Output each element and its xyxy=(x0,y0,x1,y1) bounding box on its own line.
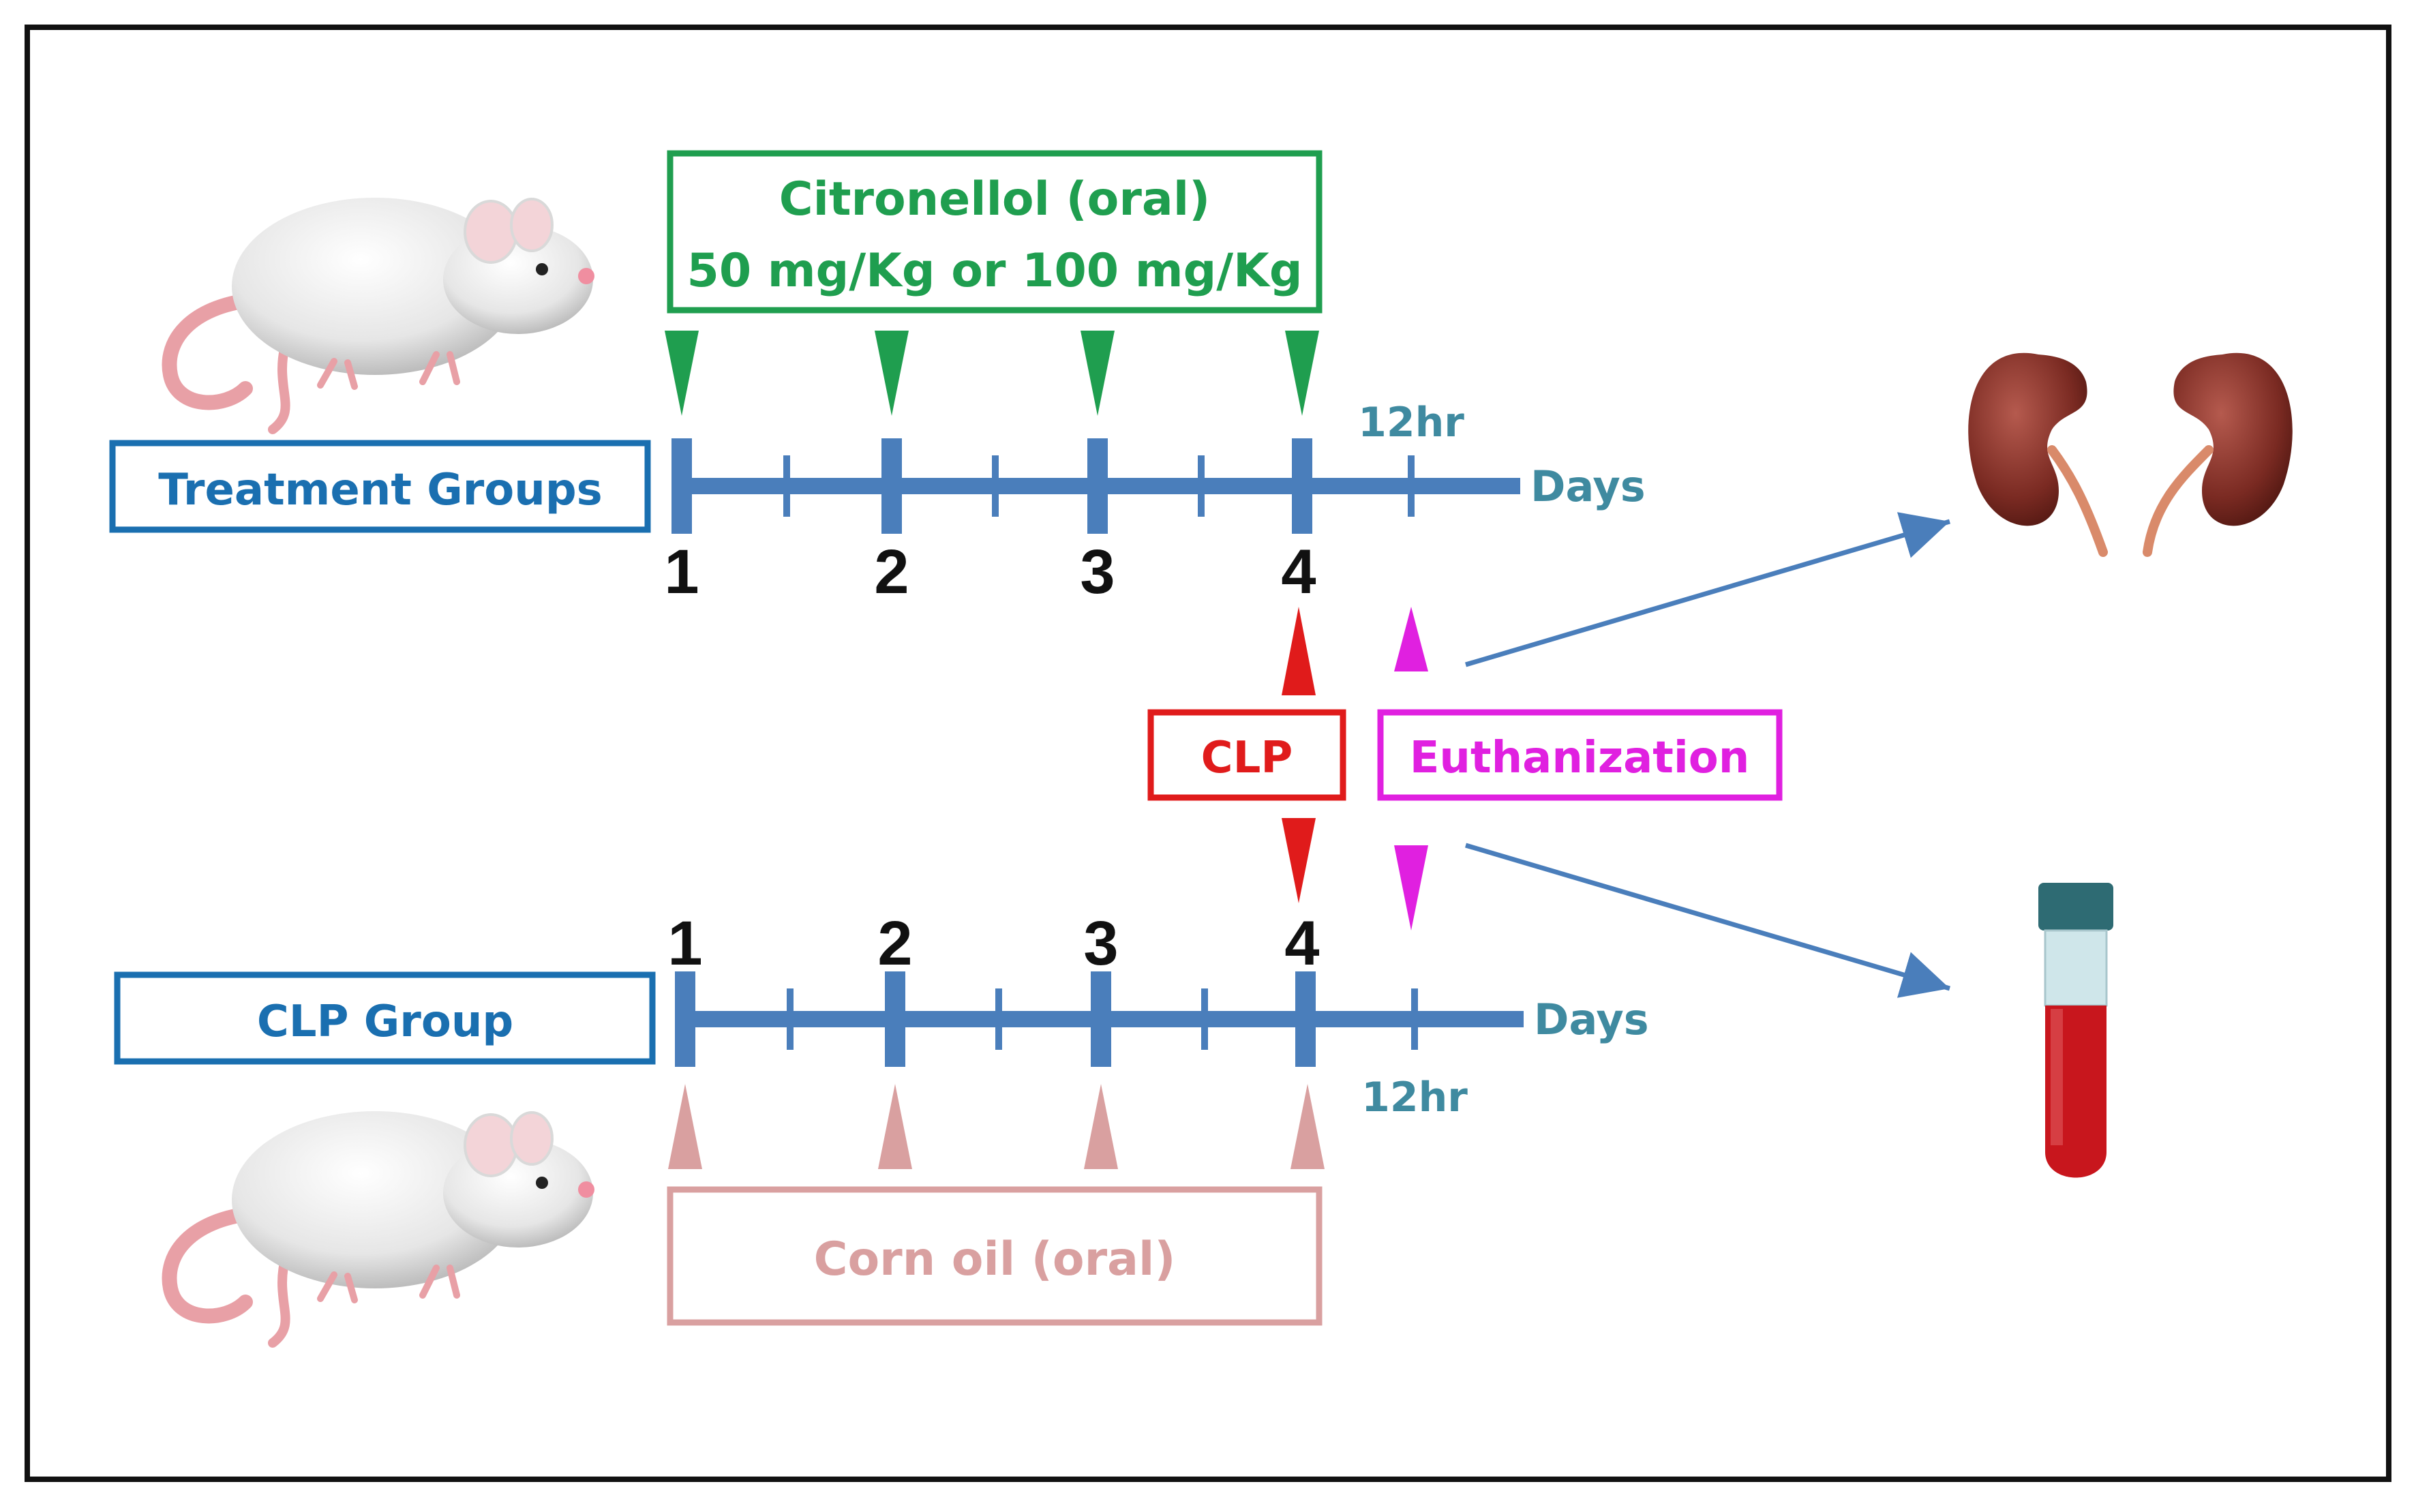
minor-tick xyxy=(1198,455,1205,517)
axis-label: Days xyxy=(1534,995,1649,1044)
day-label: 4 xyxy=(1284,909,1319,978)
top-timeline xyxy=(671,438,1520,534)
treatment-drug-label: Citronellol (oral) xyxy=(779,172,1210,226)
day-tick xyxy=(1091,971,1111,1067)
dose-marker xyxy=(668,1084,702,1169)
day-label: 1 xyxy=(664,537,699,607)
bottom-timeline xyxy=(675,971,1524,1067)
dose-marker xyxy=(1084,1084,1118,1169)
day-label: 1 xyxy=(667,909,702,978)
dose-marker xyxy=(1285,331,1319,416)
treatment-groups-label: Treatment Groups xyxy=(158,465,602,515)
blood-tube-icon xyxy=(2038,883,2113,1178)
minor-tick xyxy=(992,455,999,517)
day-label: 2 xyxy=(874,537,909,607)
arrow-to-kidneys xyxy=(1465,512,1950,667)
hour-label: 12hr xyxy=(1361,1074,1468,1121)
clp-group-box xyxy=(114,971,656,1065)
euthanization-box xyxy=(1377,709,1783,801)
dose-marker xyxy=(1290,1084,1325,1169)
minor-tick xyxy=(1201,988,1208,1050)
euthanization-markers xyxy=(1394,607,1428,931)
minor-tick xyxy=(1408,455,1415,517)
treatment-dose-markers xyxy=(665,331,1319,416)
dose-marker xyxy=(878,1084,912,1169)
day-label: 3 xyxy=(1080,537,1115,607)
hour-label: 12hr xyxy=(1358,399,1464,447)
dose-marker xyxy=(665,331,699,416)
vehicle-label: Corn oil (oral) xyxy=(814,1233,1176,1286)
day-label: 4 xyxy=(1281,537,1316,607)
treatment-box xyxy=(667,150,1323,314)
euthanization-label: Euthanization xyxy=(1410,733,1750,783)
rat-icon xyxy=(162,1111,594,1348)
dose-marker xyxy=(1081,331,1115,416)
minor-tick xyxy=(787,988,794,1050)
vehicle-dose-markers xyxy=(668,1084,1325,1169)
vehicle-box xyxy=(667,1186,1323,1326)
minor-tick xyxy=(995,988,1002,1050)
day-tick xyxy=(671,438,692,534)
treatment-groups-box xyxy=(109,440,651,533)
clp-group-label: CLP Group xyxy=(257,997,513,1047)
minor-tick xyxy=(1411,988,1418,1050)
day-label: 3 xyxy=(1083,909,1118,978)
axis-label: Days xyxy=(1530,462,1646,511)
day-tick xyxy=(881,438,902,534)
day-tick xyxy=(1087,438,1108,534)
clp-label: CLP xyxy=(1201,733,1293,783)
dose-marker xyxy=(875,331,909,416)
day-tick xyxy=(885,971,905,1067)
kidneys-icon xyxy=(1968,352,2293,557)
day-tick xyxy=(675,971,695,1067)
day-label: 2 xyxy=(877,909,912,978)
clp-box xyxy=(1147,709,1346,801)
clp-markers xyxy=(1282,607,1316,903)
rat-icon xyxy=(162,198,594,434)
day-tick xyxy=(1295,971,1316,1067)
minor-tick xyxy=(783,455,790,517)
arrow-to-blood xyxy=(1465,843,1950,998)
treatment-dose-label: 50 mg/Kg or 100 mg/Kg xyxy=(687,244,1303,298)
day-tick xyxy=(1292,438,1312,534)
